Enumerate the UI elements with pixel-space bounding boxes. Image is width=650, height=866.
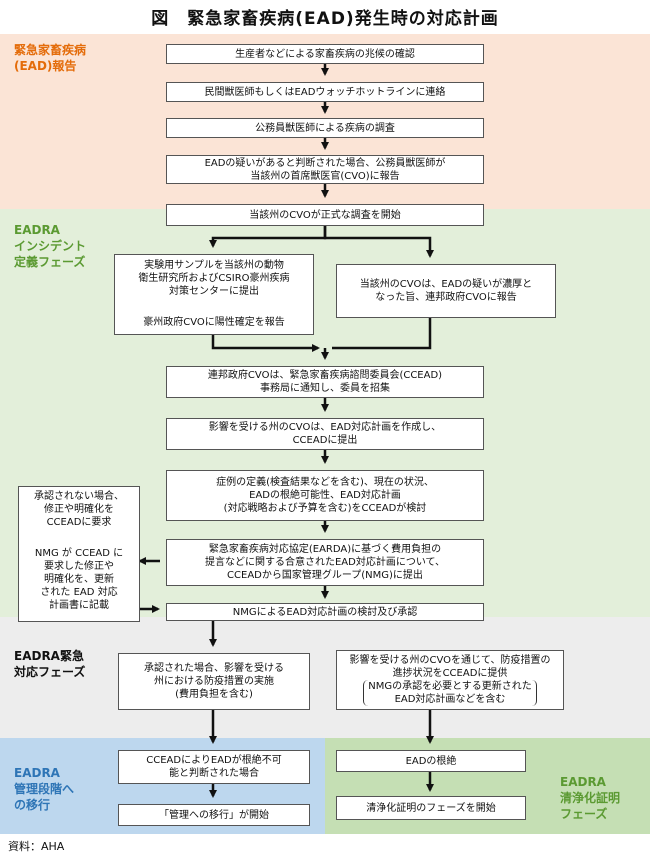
incident-phase-label: EADRA インシデント 定義フェーズ xyxy=(14,223,87,269)
progress-report-text: 影響を受ける州のCVOを通じて、防疫措置の 進捗状況をCCEADに提供 xyxy=(349,655,551,679)
eradication-impossible-box: CCEADによりEADが根絶不可 能と判断された場合 xyxy=(118,750,310,784)
eradication-box: EADの根絶 xyxy=(336,750,526,772)
management-phase-label: EADRA 管理段階へ の移行 xyxy=(14,766,75,812)
ccead-review-box: 症例の定義(検査結果などを含む)、現在の状況、 EADの根絶可能性、EAD対応計… xyxy=(166,470,484,521)
clearance-start-box: 清浄化証明のフェーズを開始 xyxy=(336,796,526,820)
progress-report-note: NMGの承認を必要とする更新された EAD対応計画などを含む xyxy=(363,680,537,706)
symptom-confirmation-box: 生産者などによる家畜疾病の兆候の確認 xyxy=(166,44,484,64)
progress-report-box: 影響を受ける州のCVOを通じて、防疫措置の 進捗状況をCCEADに提供 NMGの… xyxy=(336,650,564,710)
nmg-approval-box: NMGによるEAD対応計画の検討及び承認 xyxy=(166,603,484,621)
management-transition-box: 「管理への移行」が開始 xyxy=(118,804,310,826)
official-vet-investigation-box: 公務員獣医師による疾病の調査 xyxy=(166,118,484,138)
approved-implementation-box: 承認された場合、影響を受ける 州における防疫措置の実施 (費用負担を含む) xyxy=(118,653,310,710)
page-title: 図 緊急家畜疾病(EAD)発生時の対応計画 xyxy=(151,9,499,29)
suspicion-report-box: 当該州のCVOは、EADの疑いが濃厚と なった旨、連邦政府CVOに報告 xyxy=(336,264,556,318)
response-plan-box: 影響を受ける州のCVOは、EAD対応計画を作成し、 CCEADに提出 xyxy=(166,418,484,450)
clearance-phase-label: EADRA 清浄化証明 フェーズ xyxy=(560,775,621,821)
ccead-convene-box: 連邦政府CVOは、緊急家畜疾病諮問委員会(CCEAD) 事務局に通知し、委員を招… xyxy=(166,366,484,398)
sample-submission-box: 実験用サンプルを当該州の動物 衛生研究所およびCSIRO豪州疾病 対策センターに… xyxy=(114,254,314,335)
emergency-phase-label: EADRA緊急 対応フェーズ xyxy=(14,649,86,679)
positive-report-text: 豪州政府CVOに陽性確定を報告 xyxy=(143,317,285,328)
plan-submission-box: 緊急家畜疾病対応協定(EARDA)に基づく費用負担の 提言などに関する合意された… xyxy=(166,539,484,586)
report-phase-label: 緊急家畜疾病 (EAD)報告 xyxy=(14,43,87,73)
contact-vet-box: 民間獣医師もしくはEADウォッチホットラインに連絡 xyxy=(166,82,484,102)
source-note: 資料：AHA xyxy=(8,840,65,853)
cvo-investigation-box: 当該州のCVOが正式な調査を開始 xyxy=(166,204,484,226)
sample-submission-text: 実験用サンプルを当該州の動物 衛生研究所およびCSIRO豪州疾病 対策センターに… xyxy=(138,260,290,297)
report-to-cvo-box: EADの疑いがあると判断された場合、公務員獣医師が 当該州の首席獣医官(CVO)… xyxy=(166,155,484,184)
not-approved-text: 承認されない場合、 修正や明確化を CCEADに要求 xyxy=(34,491,124,528)
revision-text: NMG が CCEAD に 要求した修正や 明確化を、更新 された EAD 対応… xyxy=(34,548,124,611)
not-approved-box: 承認されない場合、 修正や明確化を CCEADに要求 NMG が CCEAD に… xyxy=(18,486,140,622)
